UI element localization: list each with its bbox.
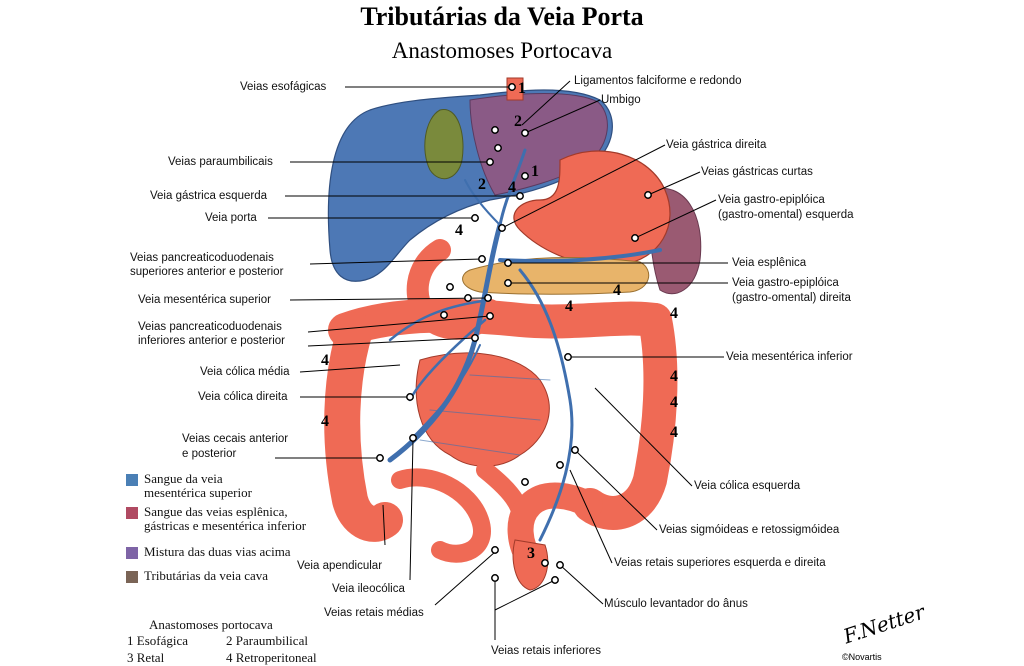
anastomosis-number: 4 [670,305,678,322]
label-ligamentos: Ligamentos falciforme e redondo [574,75,742,87]
label-veia-apendicular: Veia apendicular [297,560,383,572]
ascending-colon [324,312,403,542]
anastomosis-number: 1 [531,163,539,180]
anastomoses-heading: Anastomoses portocava [149,617,273,632]
label-veia-mesenterica-inferior: Veia mesentérica inferior [726,351,853,363]
diagram-subtitle: Anastomoses Portocava [391,38,613,63]
legend-text: Tributárias da veia cava [144,568,269,583]
anastomosis-number: 4 [321,352,329,369]
intestine-loops [391,461,532,563]
label-veia-colica-direita: Veia cólica direita [198,391,288,403]
anastomoses-item: 4 Retroperitoneal [226,650,317,665]
legend-item: Mistura das duas vias acima [126,545,356,561]
label-veia-ileocolica: Veia ileocólica [332,583,405,595]
label-veias-gastricas-curtas: Veias gástricas curtas [701,166,813,178]
label-gastro-epiploica-esq-1: Veia gastro-epiplóica [718,194,825,206]
anastomosis-number: 2 [478,176,486,193]
label-gastro-epiploica-esq-2: (gastro-omental) esquerda [718,209,854,221]
anastomosis-number: 4 [670,368,678,385]
label-pancreaticoduodenais-sup-1: Veias pancreaticoduodenais [130,252,274,264]
label-veias-retais-superiores: Veias retais superiores esquerda e direi… [614,557,826,569]
label-pancreaticoduodenais-inf-1: Veias pancreaticoduodenais [138,321,282,333]
leader-lines [268,80,728,640]
diagram-title: Tributárias da Veia Porta [360,2,644,31]
legend-swatch [126,507,138,519]
anastomosis-number: 3 [527,545,535,562]
label-veias-esofagicas: Veias esofágicas [240,81,327,93]
label-gastro-epiploica-dir-2: (gastro-omental) direita [732,292,851,304]
copyright-credit: ©Novartis [842,652,882,662]
anastomoses-item: 2 Paraumbilical [226,633,308,648]
label-veias-retais-medias: Veias retais médias [324,607,424,619]
label-veia-esplenica: Veia esplênica [732,257,807,269]
legend-item: Tributárias da veia cava [126,569,356,585]
anastomosis-number: 4 [670,424,678,441]
label-gastro-epiploica-dir-1: Veia gastro-epiplóica [732,277,839,289]
anastomosis-number: 2 [514,113,522,130]
label-pancreaticoduodenais-inf-2: inferiores anterior e posterior [138,335,286,347]
label-veias-cecais-1: Veias cecais anterior [182,433,289,445]
label-musculo-levantador: Músculo levantador do ânus [604,598,748,610]
vein-markers [376,83,652,584]
legend-swatch [126,474,138,486]
rectum [512,539,549,591]
transverse-colon [328,298,672,347]
anastomosis-number: 4 [565,298,573,315]
label-veias-paraumbilicais: Veias paraumbilicais [168,156,273,168]
anastomoses-item: 1 Esofágica [127,633,189,648]
anastomosis-number: 1 [518,80,526,97]
label-veia-gastrica-esquerda: Veia gástrica esquerda [150,190,267,202]
descending-colon [573,303,678,530]
anastomoses-item: 3 Retal [127,650,165,665]
gallbladder [424,109,464,180]
label-veia-mesenterica-superior: Veia mesentérica superior [138,294,271,306]
anastomosis-number: 4 [670,394,678,411]
legend-swatch [126,547,138,559]
legend-text: Mistura das duas vias acima [144,544,291,559]
label-umbigo: Umbigo [601,94,641,106]
label-pancreaticoduodenais-sup-2: superiores anterior e posterior [130,266,284,278]
label-veias-cecais-2: e posterior [182,448,237,460]
anastomosis-number: 4 [613,282,621,299]
label-veia-porta: Veia porta [205,212,257,224]
legend-item: Sangue das veias esplênica,gástricas e m… [126,505,356,535]
label-veia-colica-esquerda: Veia cólica esquerda [694,480,801,492]
label-veias-sigmoideas: Veias sigmóideas e retossigmóidea [659,524,840,536]
legend-swatch [126,571,138,583]
anastomosis-number: 4 [455,222,463,239]
label-veia-gastrica-direita: Veia gástrica direita [666,139,767,151]
legend-text: Sangue das veias esplênica,gástricas e m… [144,504,307,533]
label-veia-colica-media: Veia cólica média [200,366,290,378]
anastomosis-number: 4 [508,179,516,196]
label-veias-retais-inferiores: Veias retais inferiores [491,645,601,657]
anastomosis-number: 4 [321,413,329,430]
